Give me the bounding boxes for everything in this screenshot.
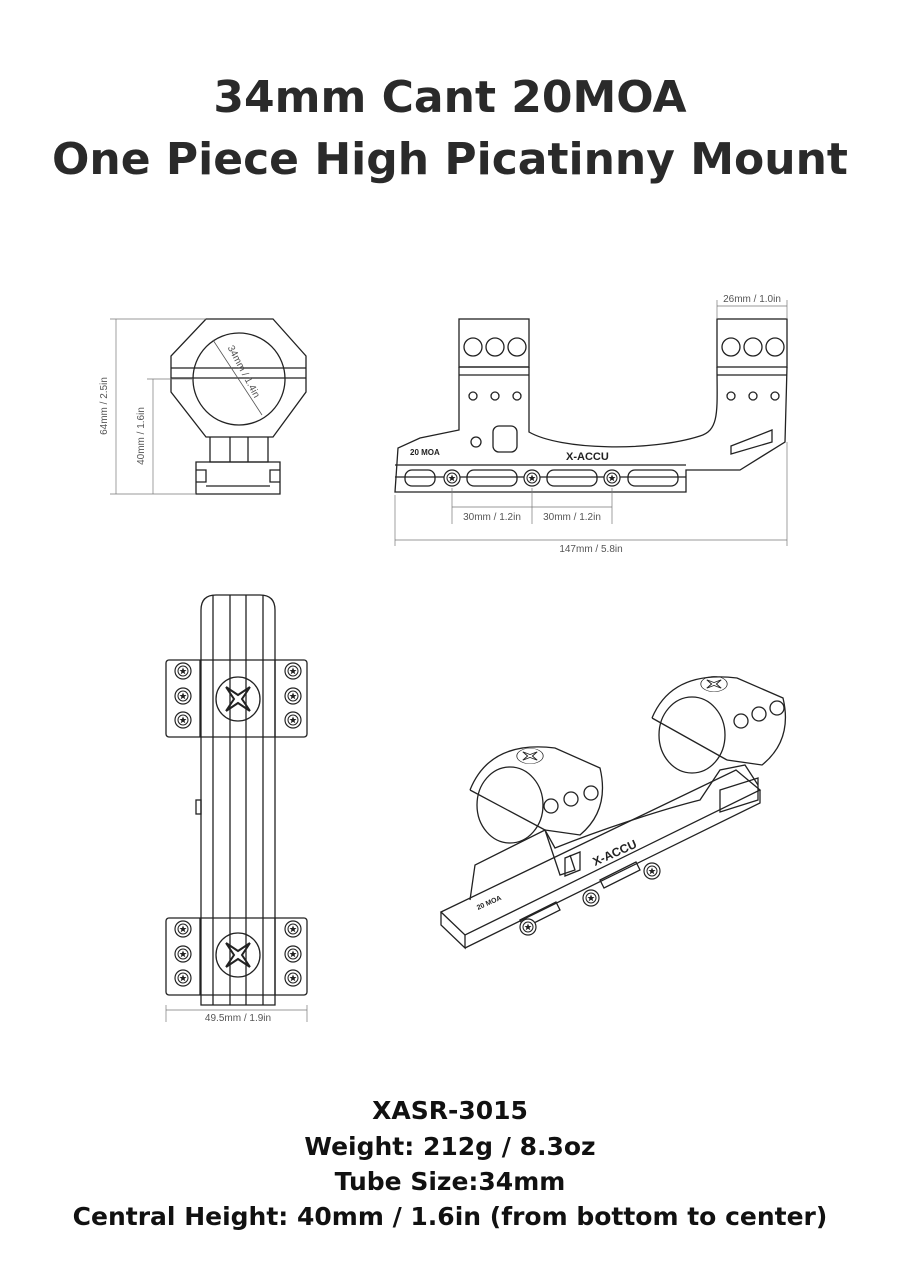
isometric-view	[439, 675, 787, 950]
side-view	[394, 300, 788, 546]
spec-tube-size: Tube Size:34mm	[334, 1167, 566, 1196]
dim-overall-height: 64mm / 2.5in	[99, 377, 110, 435]
iso-20moa-marking: 20 MOA	[476, 895, 503, 912]
spec-weight: Weight: 212g / 8.3oz	[304, 1132, 596, 1161]
dim-spacing-left: 30mm / 1.2in	[463, 512, 521, 523]
title-line-2: One Piece High Picatinny Mount	[52, 134, 848, 185]
top-view	[165, 594, 308, 1022]
dim-spacing-right: 30mm / 1.2in	[543, 512, 601, 523]
dim-base-width: 49.5mm / 1.9in	[205, 1013, 271, 1024]
side-brand-marking: X-ACCU	[566, 451, 609, 463]
dim-tube-diameter: 34mm / 1.4in	[225, 344, 262, 400]
spec-model: XASR-3015	[372, 1096, 528, 1125]
front-view	[110, 318, 307, 495]
dim-center-height: 40mm / 1.6in	[136, 407, 147, 465]
title-line-1: 34mm Cant 20MOA	[213, 72, 687, 123]
side-20moa-marking: 20 MOA	[410, 448, 440, 457]
dim-ring-width: 26mm / 1.0in	[723, 294, 781, 305]
spec-central-height: Central Height: 40mm / 1.6in (from botto…	[72, 1202, 828, 1231]
dim-overall-length: 147mm / 5.8in	[559, 544, 622, 555]
